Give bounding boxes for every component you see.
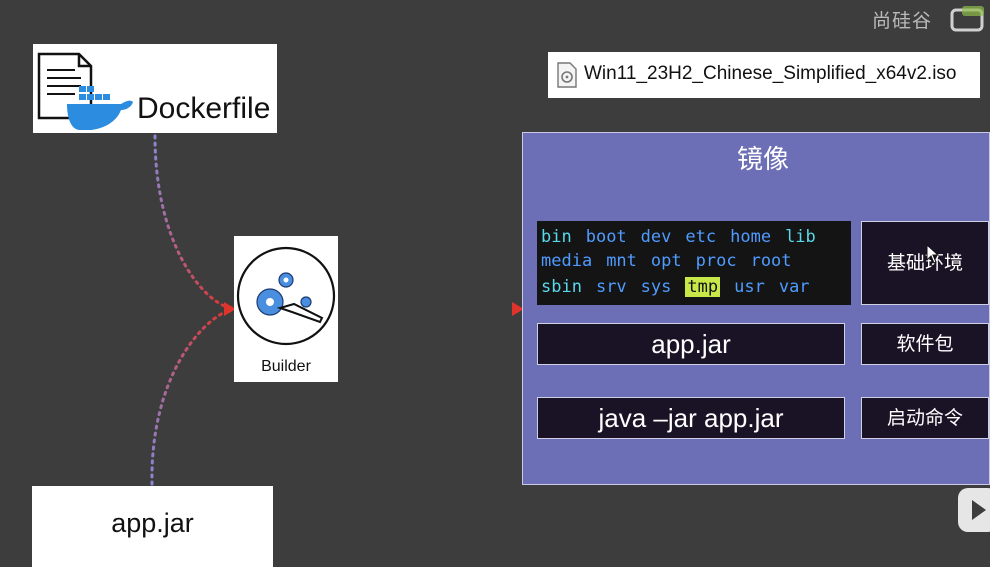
dir-label: etc <box>685 227 717 247</box>
dir-label: usr <box>734 277 765 297</box>
package-label: 软件包 <box>861 323 989 365</box>
dockerfile-label: Dockerfile <box>137 92 271 125</box>
bilibili-logo-icon <box>950 6 984 32</box>
builder-arrowhead <box>224 302 236 316</box>
dir-label: var <box>778 277 810 297</box>
iso-file-icon <box>557 62 577 88</box>
image-title: 镜像 <box>736 145 789 175</box>
dir-label: bin <box>541 227 572 247</box>
iso-file-card: Win11_23H2_Chinese_Simplified_x64v2.iso <box>548 52 980 98</box>
source-jar-label: app.jar <box>111 508 194 538</box>
dir-label: srv <box>595 277 627 297</box>
dir-label: root <box>750 251 792 271</box>
dockerfile-to-builder-arrow <box>153 134 232 310</box>
gears-icon <box>236 246 336 346</box>
dir-label: lib <box>785 227 816 247</box>
dir-label: home <box>730 227 772 247</box>
app-jar-layer: app.jar <box>537 323 845 365</box>
dir-label: media <box>541 251 593 271</box>
dir-label: sys <box>640 277 672 297</box>
builder-card: Builder <box>234 236 338 382</box>
source-jar-card: app.jar <box>32 486 273 567</box>
base-environment-label: 基础环境 <box>861 221 989 305</box>
dir-label: proc <box>695 251 737 271</box>
builder-label: Builder <box>261 358 311 375</box>
jar-to-builder-arrow <box>150 308 232 486</box>
dockerfile-icon <box>37 52 133 130</box>
startup-command-label: 启动命令 <box>861 397 989 439</box>
dir-label: dev <box>640 227 672 247</box>
mouse-cursor-icon <box>926 244 940 264</box>
dir-label-highlighted: tmp <box>685 277 721 297</box>
dir-label: sbin <box>541 277 582 297</box>
iso-file-label: Win11_23H2_Chinese_Simplified_x64v2.iso <box>584 63 957 84</box>
dir-label: opt <box>650 251 682 271</box>
dir-label: boot <box>585 227 627 247</box>
dockerfile-card: Dockerfile <box>33 44 277 133</box>
dir-label: mnt <box>606 251 637 271</box>
play-button-icon[interactable] <box>956 484 990 536</box>
start-command-layer: java –jar app.jar <box>537 397 845 439</box>
watermark-text: 尚硅谷 <box>872 10 933 32</box>
image-arrowhead <box>512 302 524 316</box>
